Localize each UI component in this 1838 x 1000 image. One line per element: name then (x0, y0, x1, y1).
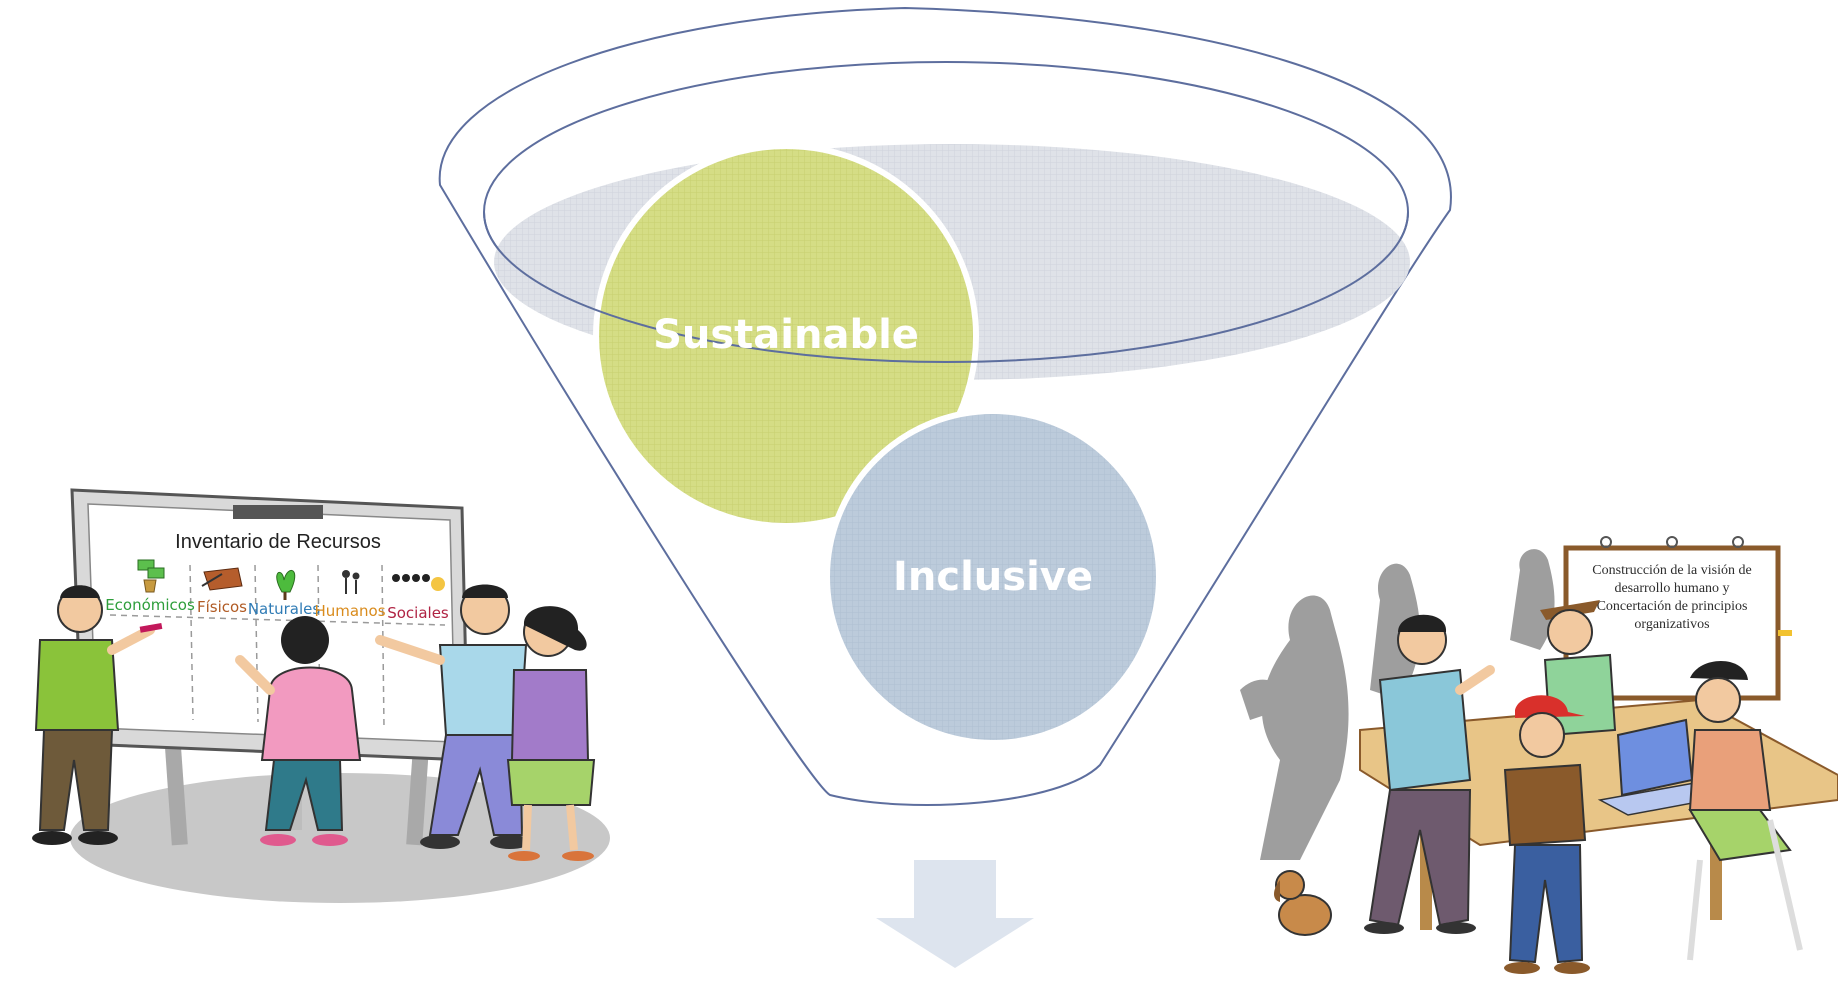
sustainable-circle-group: Sustainable (483, 143, 1409, 529)
dog-icon (1274, 870, 1332, 936)
easel-leg (406, 734, 430, 846)
right-board-line: organizativos (1634, 617, 1709, 632)
rim-front-arc (483, 211, 1409, 363)
category-icon-naturales (276, 569, 296, 600)
category-icon-fisicos (201, 567, 243, 591)
category-icon-economicos (137, 559, 165, 593)
board-title: Inventario de Recursos (175, 531, 381, 553)
right-illustration: Construcción de la visión de desarrollo … (1240, 536, 1838, 974)
sustainable-label: Sustainable (653, 312, 919, 358)
category-icon-humanos (342, 570, 360, 594)
easel-leg (164, 734, 188, 846)
category-icon-sociales (392, 574, 445, 591)
right-board-line: Concertación de principios (1597, 599, 1748, 614)
person-pink-shirt (235, 616, 362, 846)
person-purple-blouse (506, 606, 596, 861)
person-writing-man (1364, 614, 1495, 934)
down-arrow (876, 860, 1034, 968)
person-cap-woman (1687, 660, 1803, 961)
left-illustration: Inventario de Recursos (32, 488, 610, 903)
inclusive-circle (824, 408, 1162, 746)
category-label: Económicos (105, 596, 195, 614)
category-label: Físicos (197, 598, 247, 616)
person-green-shirt (32, 585, 163, 845)
person-red-cap-boy (1503, 695, 1590, 974)
category-label: Sociales (387, 604, 449, 622)
person-blue-shirt (375, 584, 530, 849)
right-board-line: Construcción de la visión de (1592, 563, 1751, 578)
category-label: Naturales (248, 600, 321, 618)
sustainable-circle (593, 143, 979, 529)
right-board-line: desarrollo humano y (1614, 581, 1729, 596)
category-label: Humanos (314, 602, 385, 620)
easel-clip (233, 505, 323, 519)
inclusive-circle-group: Inclusive (824, 408, 1162, 746)
inclusive-label: Inclusive (893, 554, 1093, 600)
